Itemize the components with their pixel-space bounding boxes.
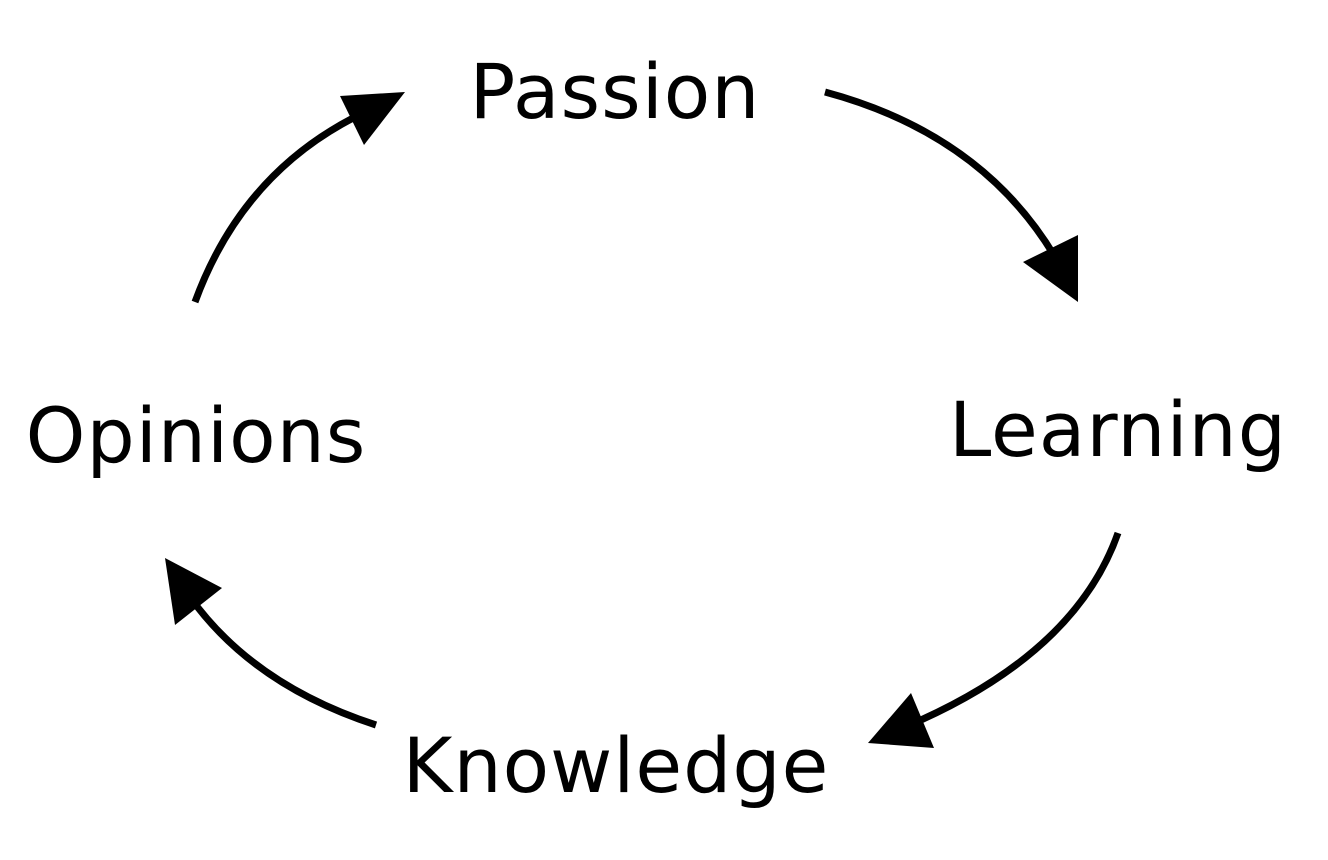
arrow-knowledge-to-opinions-head	[165, 558, 222, 625]
arrow-learning-to-knowledge-head	[868, 693, 934, 748]
arrow-opinions-to-passion-head	[340, 92, 405, 145]
node-passion: Passion	[469, 47, 761, 136]
arrow-opinions-to-passion-line	[191, 104, 376, 304]
arrow-knowledge-to-opinions-line	[187, 594, 378, 729]
arrow-learning-to-knowledge-line	[903, 531, 1122, 731]
node-knowledge: Knowledge	[402, 721, 830, 810]
arrow-learning-to-knowledge	[868, 531, 1122, 748]
node-learning: Learning	[949, 385, 1287, 474]
arrow-passion-to-learning	[824, 88, 1078, 302]
node-opinions: Opinions	[25, 391, 367, 480]
arrow-knowledge-to-opinions	[165, 558, 378, 729]
arrow-passion-to-learning-head	[1023, 235, 1078, 302]
arrow-passion-to-learning-line	[824, 88, 1062, 264]
arrow-opinions-to-passion	[191, 92, 405, 304]
